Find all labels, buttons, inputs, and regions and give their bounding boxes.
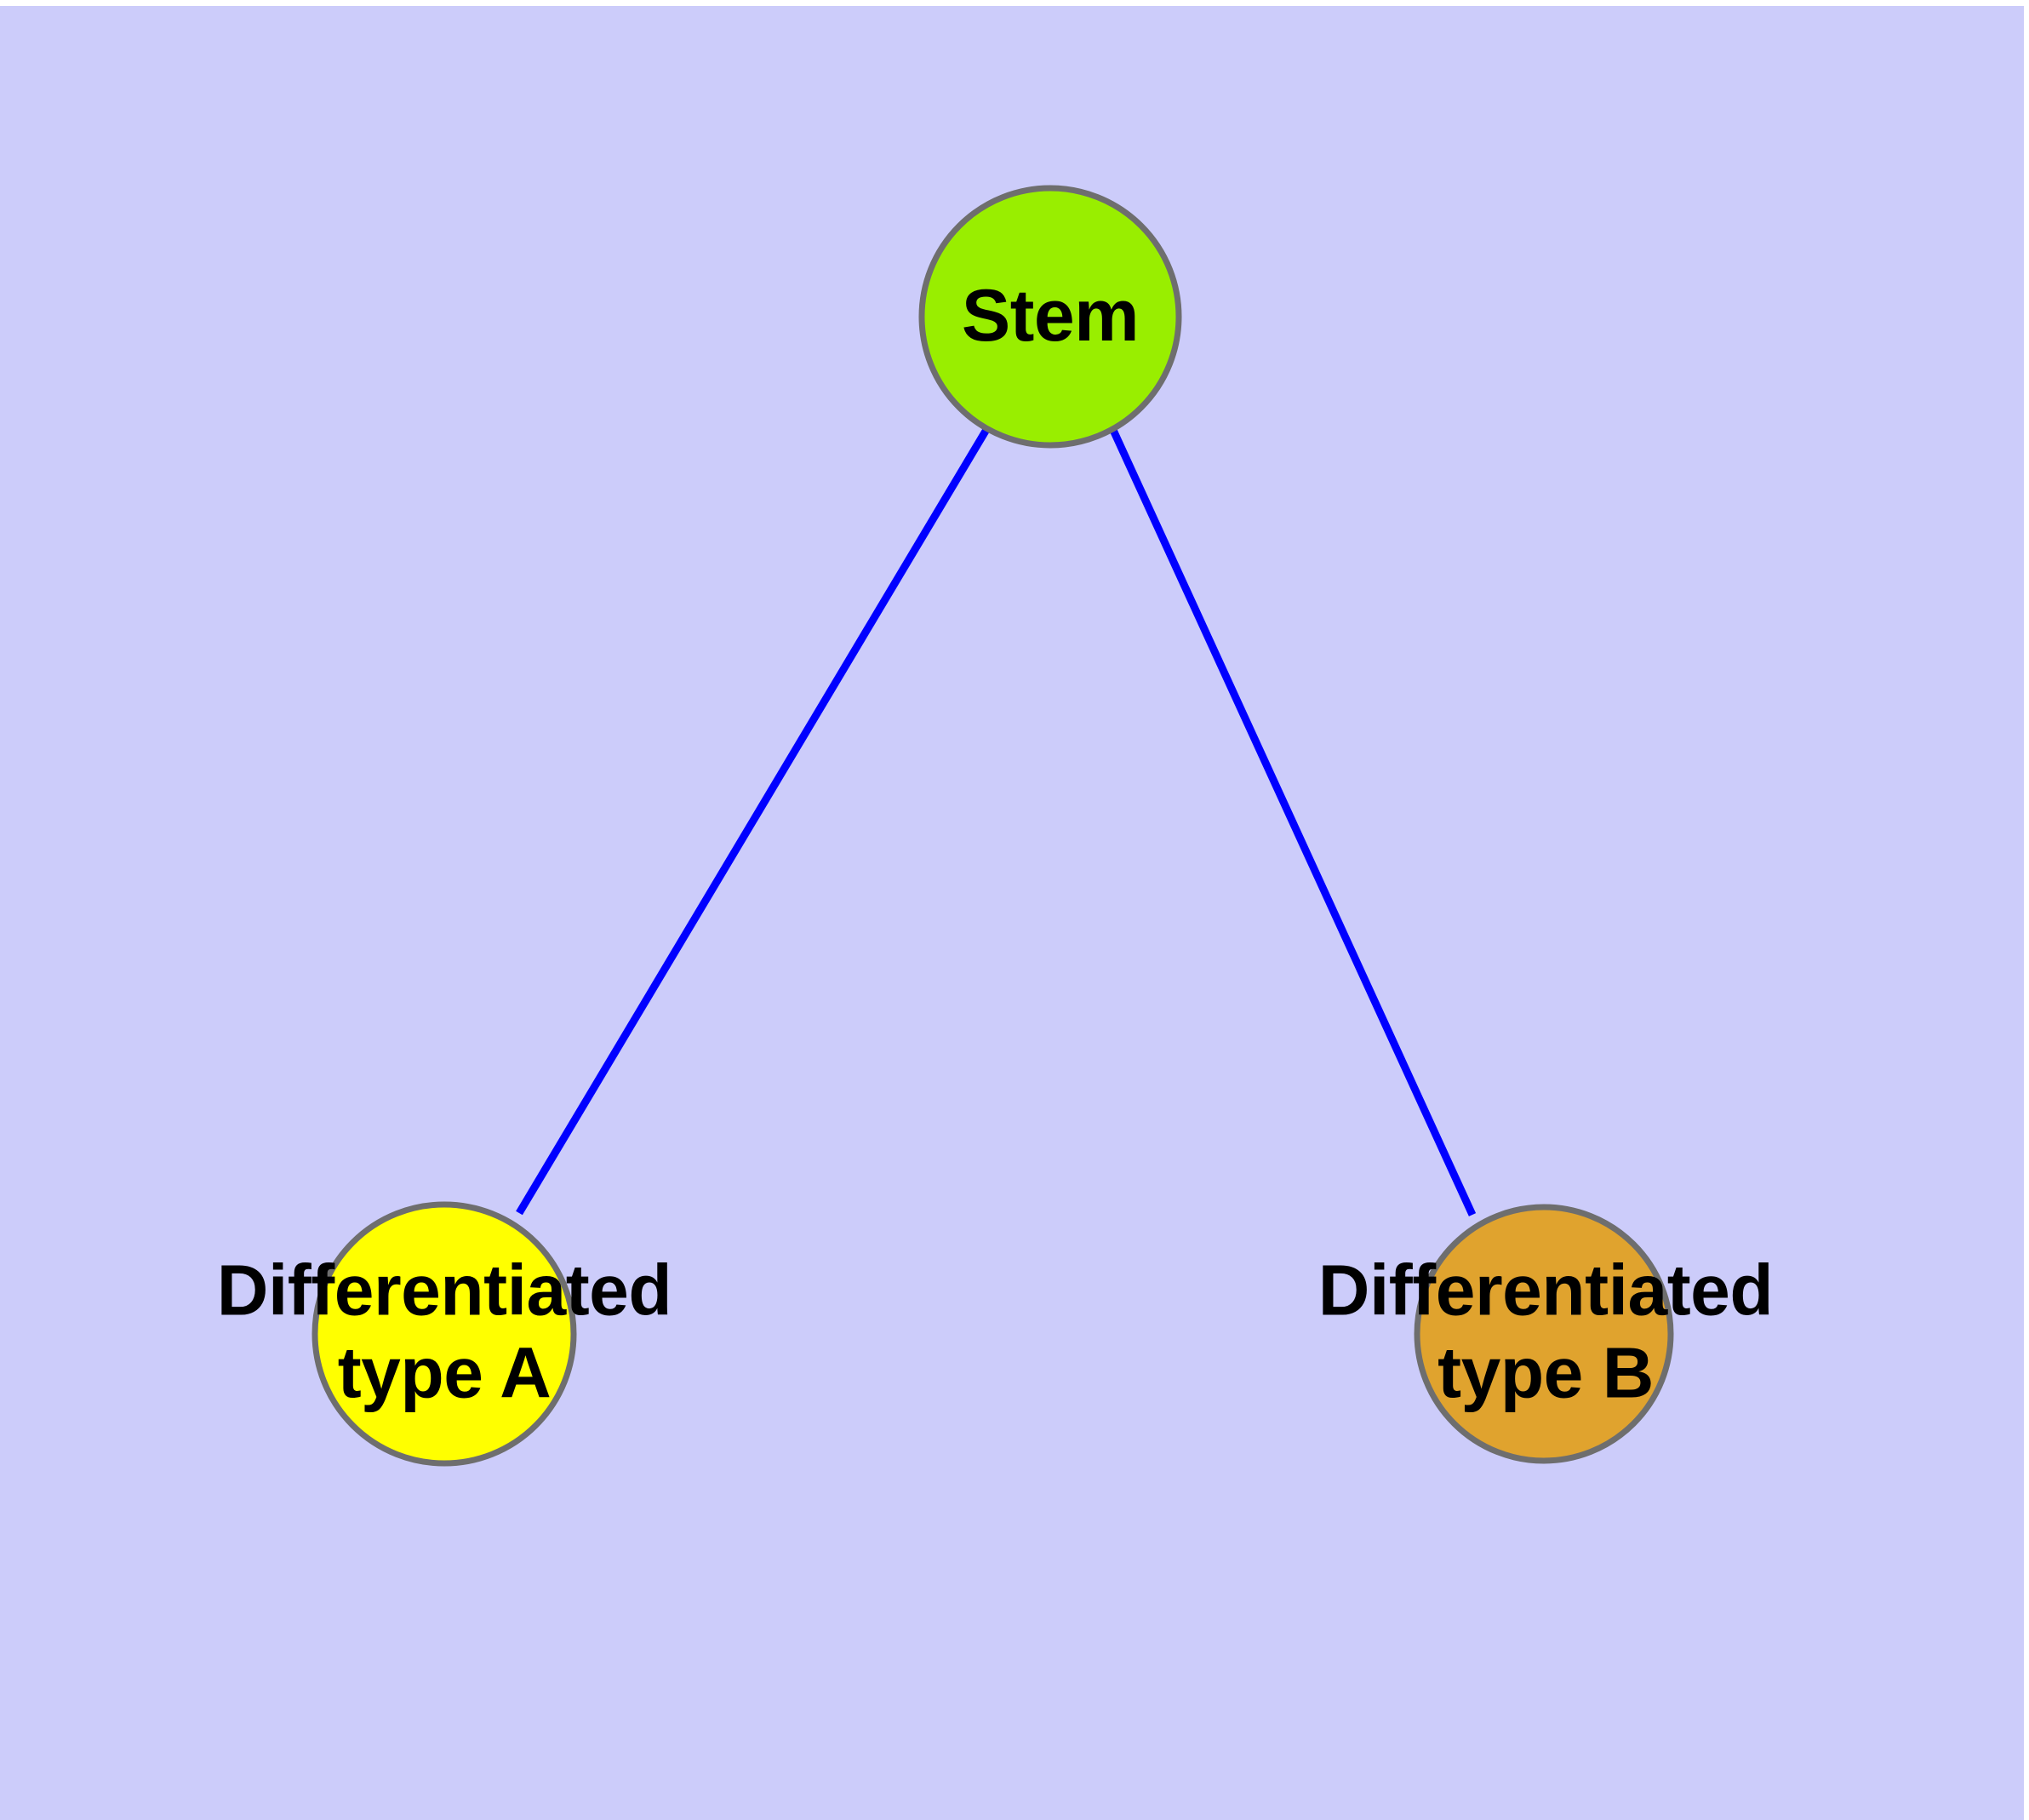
node-circle-diff_a[interactable] <box>311 1201 577 1467</box>
node-circle-diff_b[interactable] <box>1414 1204 1674 1464</box>
node-circle-stem[interactable] <box>918 185 1182 449</box>
edge-stem-to-diff-a <box>516 426 991 1216</box>
node-group <box>311 185 1674 1467</box>
edge-stem-to-diff-b <box>1108 426 1477 1216</box>
edge-group <box>516 426 1477 1216</box>
